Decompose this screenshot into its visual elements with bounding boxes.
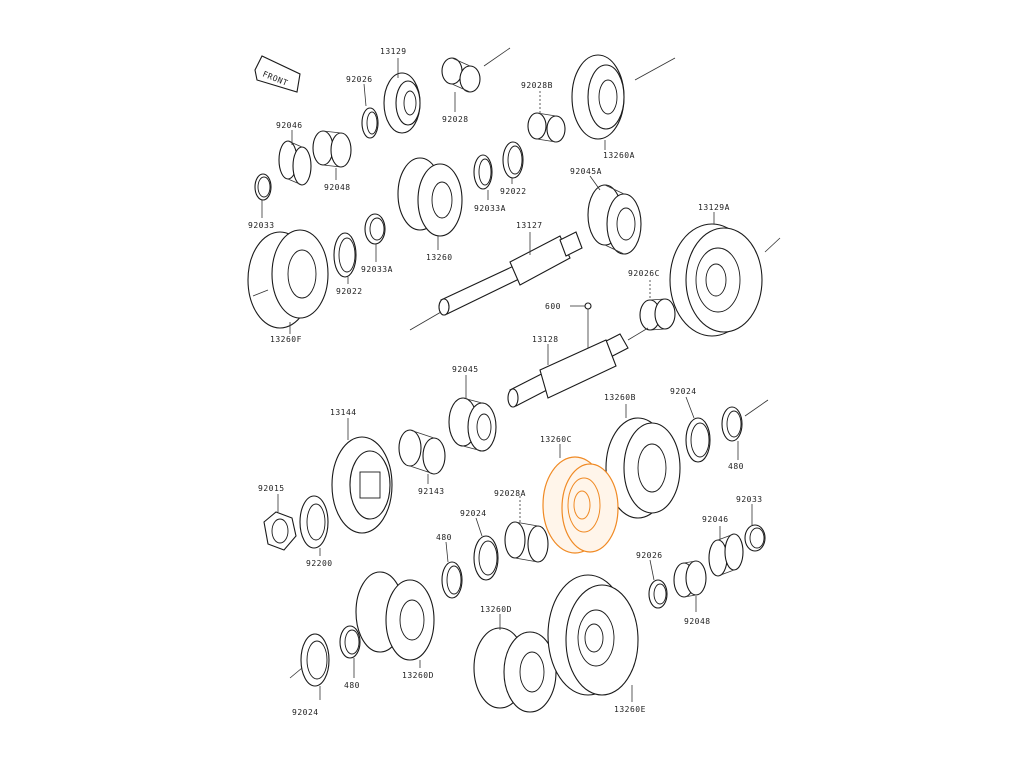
- label-13129a: 13129A: [698, 203, 730, 212]
- label-92045: 92045: [452, 365, 479, 374]
- label-92015: 92015: [258, 484, 285, 493]
- ring-92026: [361, 107, 379, 139]
- label-92143: 92143: [418, 487, 445, 496]
- label-92048-top: 92048: [324, 183, 351, 192]
- circlip-480-low: [339, 625, 361, 659]
- needle-bearing-92046-low: [708, 533, 744, 577]
- shaft-13127: [438, 231, 583, 316]
- label-92048-low: 92048: [684, 617, 711, 626]
- circlip-480-mid: [441, 561, 463, 599]
- label-92033-top: 92033: [248, 221, 275, 230]
- gear-13260e: [547, 574, 639, 696]
- label-92028a: 92028A: [494, 489, 526, 498]
- gear-13260b: [605, 417, 681, 519]
- label-92200: 92200: [306, 559, 333, 568]
- gear-13260f: [247, 229, 329, 329]
- circlip-92033-right: [744, 524, 766, 552]
- label-13260e: 13260E: [614, 705, 646, 714]
- label-13260a: 13260A: [603, 151, 635, 160]
- label-13260f: 13260F: [270, 335, 302, 344]
- label-92028b: 92028B: [521, 81, 553, 90]
- label-92026-low: 92026: [636, 551, 663, 560]
- washer-92024-right: [685, 417, 711, 463]
- bushing-92028a: [504, 521, 549, 563]
- collar-92048-top: [312, 130, 352, 168]
- label-13260: 13260: [426, 253, 453, 262]
- ring-92026-low: [648, 579, 668, 609]
- label-92022-top: 92022: [500, 187, 527, 196]
- label-92026-top: 92026: [346, 75, 373, 84]
- gear-13260d-left: [355, 571, 435, 661]
- label-92046-low: 92046: [702, 515, 729, 524]
- circlip-92033a-mid: [473, 154, 493, 190]
- label-92028: 92028: [442, 115, 469, 124]
- needle-bearing-92046-top: [278, 140, 312, 186]
- circlip-480-right: [721, 406, 743, 442]
- label-92033-right: 92033: [736, 495, 763, 504]
- label-480-right: 480: [728, 462, 744, 471]
- washer-92024-mid: [473, 535, 499, 581]
- gear-13260c-highlighted[interactable]: [542, 456, 619, 554]
- circlip-92033-top: [254, 173, 272, 201]
- label-92045a: 92045A: [570, 167, 602, 176]
- label-480-low: 480: [344, 681, 360, 690]
- bushing-92026c: [639, 298, 676, 331]
- label-92024-low: 92024: [292, 708, 319, 717]
- gear-13260d-top: [473, 627, 557, 713]
- label-13127: 13127: [516, 221, 543, 230]
- label-92026c: 92026C: [628, 269, 660, 278]
- label-600: 600: [545, 302, 561, 311]
- washer-92024-low: [300, 633, 330, 687]
- label-13260c: 13260C: [540, 435, 572, 444]
- label-92033a-left: 92033A: [361, 265, 393, 274]
- gear-13129a: [669, 223, 763, 337]
- gear-13260a: [571, 54, 625, 140]
- label-13260b: 13260B: [604, 393, 636, 402]
- gear-13129: [383, 72, 421, 134]
- label-92022-left: 92022: [336, 287, 363, 296]
- gear-13260: [397, 157, 463, 237]
- collar-92143: [398, 429, 446, 475]
- label-13128: 13128: [532, 335, 559, 344]
- bearing-92045a: [587, 184, 642, 255]
- collar-92048-low: [673, 560, 707, 598]
- washer-92022-left: [333, 232, 357, 278]
- label-13129: 13129: [380, 47, 407, 56]
- label-92024-right: 92024: [670, 387, 697, 396]
- label-92033a-mid: 92033A: [474, 204, 506, 213]
- bearing-92045: [448, 397, 497, 452]
- bushing-92028b: [527, 112, 566, 143]
- nut-92015: [263, 511, 297, 551]
- washer-92200: [299, 495, 329, 549]
- circlip-92033a-left: [364, 213, 386, 245]
- sprocket-13144: [331, 436, 393, 534]
- label-480-mid: 480: [436, 533, 452, 542]
- shaft-13128: [507, 333, 629, 408]
- label-13260d-top: 13260D: [480, 605, 512, 614]
- bushing-92028: [441, 57, 481, 93]
- label-13144: 13144: [330, 408, 357, 417]
- label-92024-mid: 92024: [460, 509, 487, 518]
- front-arrow-icon: FRONT: [254, 55, 301, 93]
- washer-92022-top: [502, 141, 524, 179]
- label-92046-top: 92046: [276, 121, 303, 130]
- label-13260d-left: 13260D: [402, 671, 434, 680]
